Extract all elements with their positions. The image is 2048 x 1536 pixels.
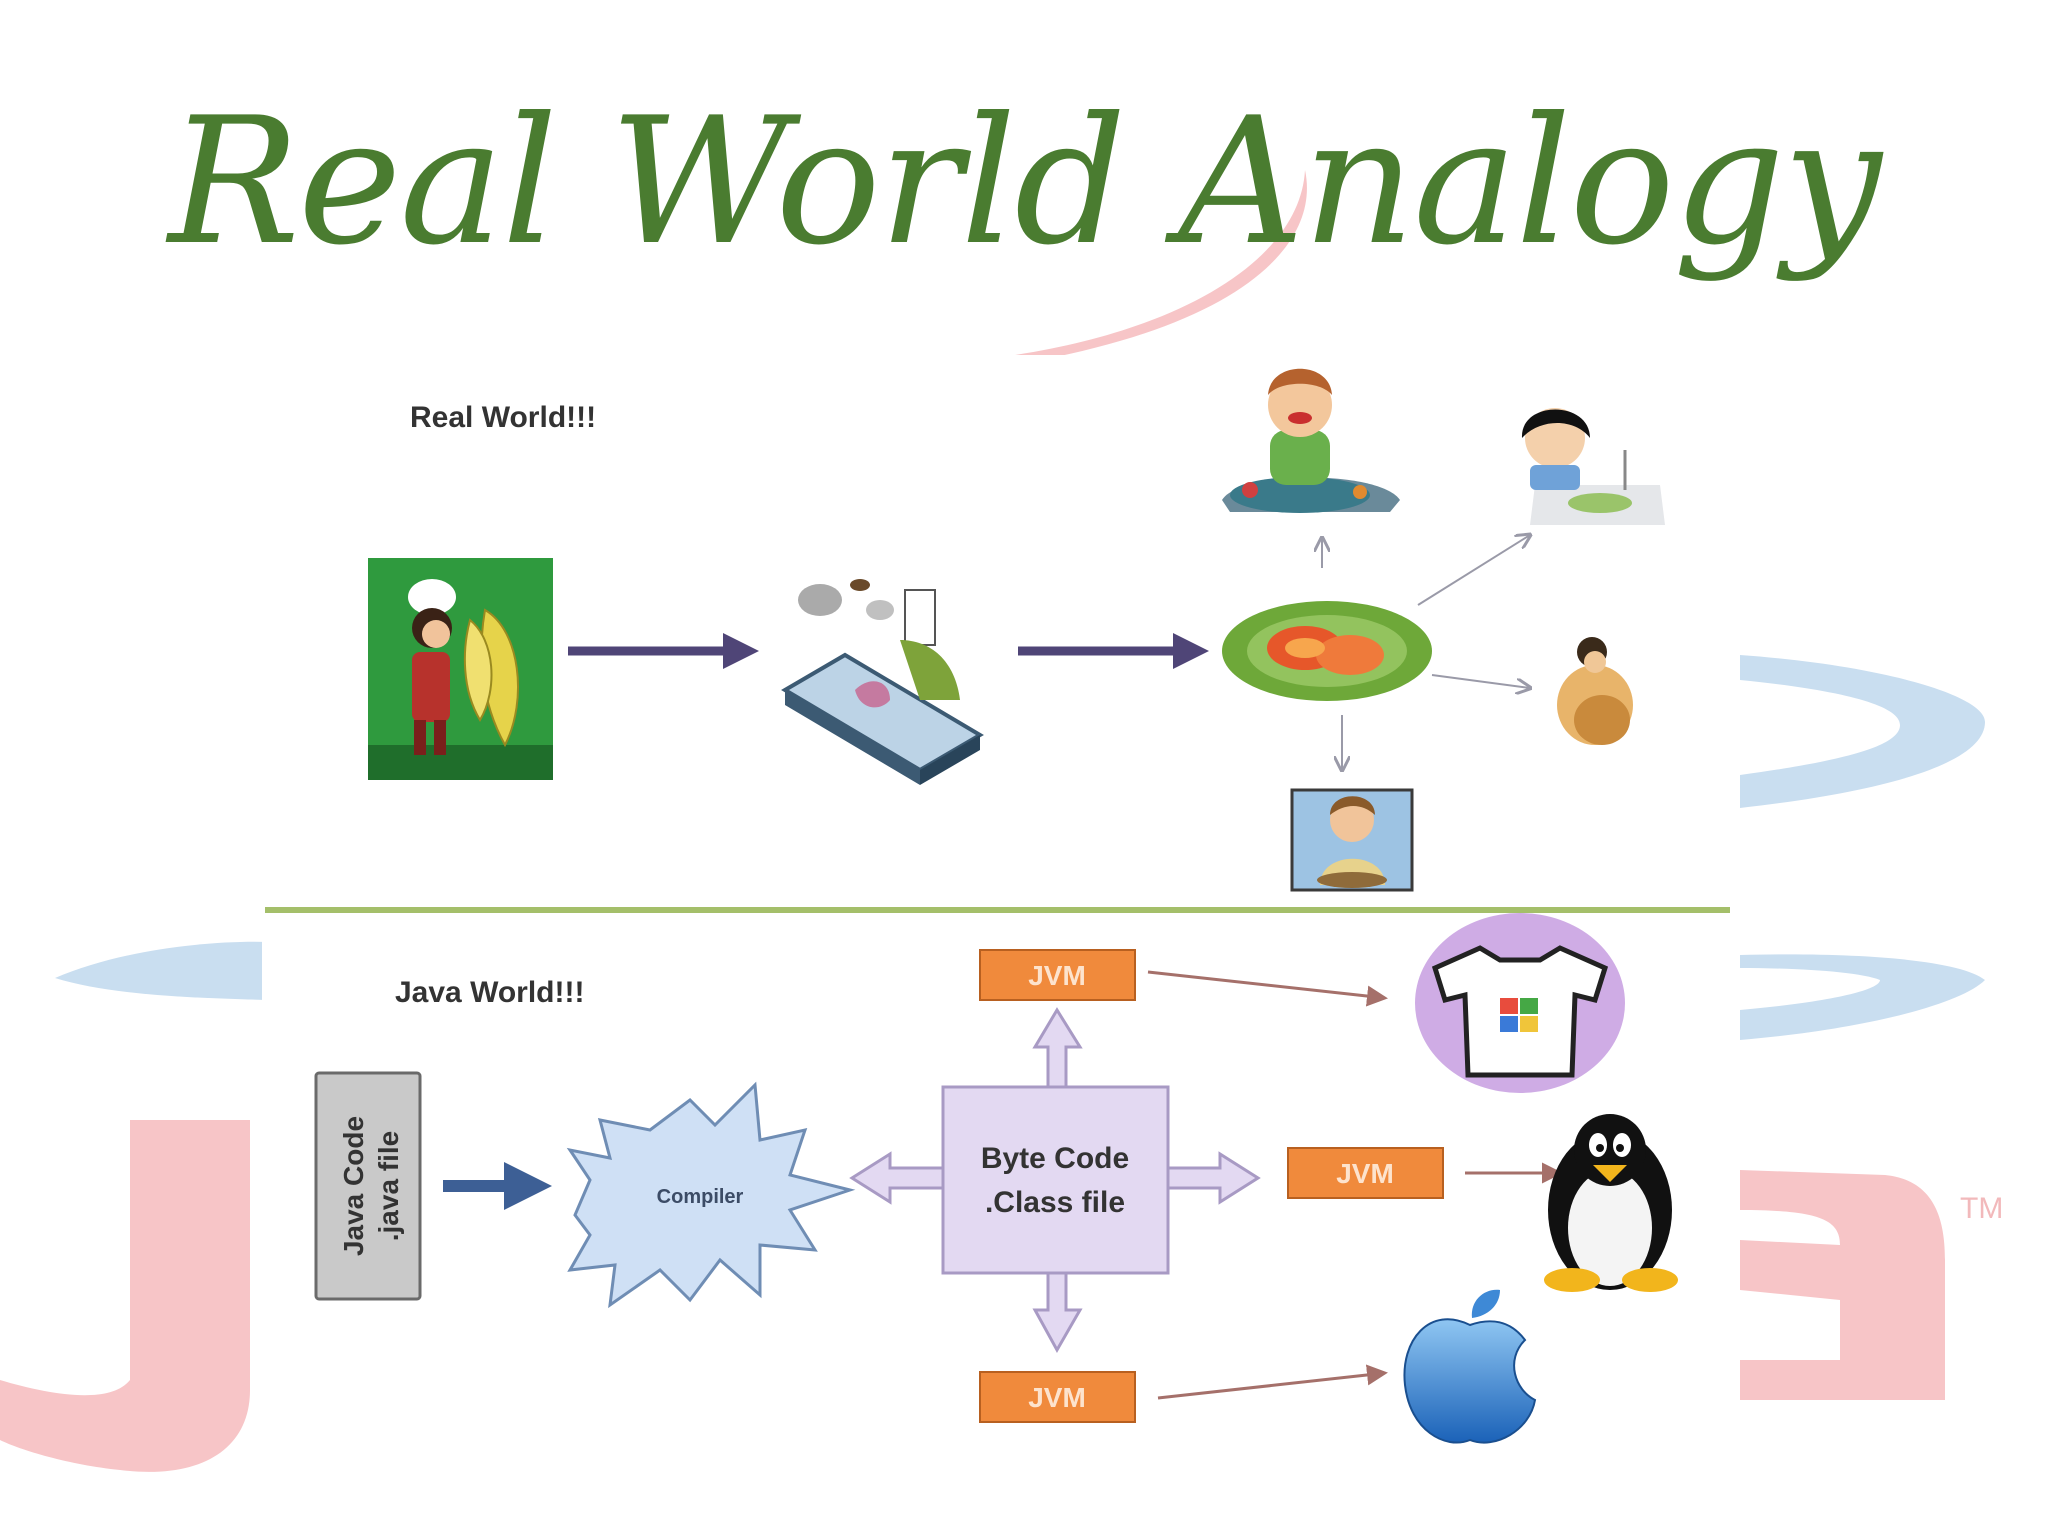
man-eating-icon [1290, 788, 1414, 892]
cooking-counter-icon [781, 579, 984, 785]
byte-code-arrows [849, 1007, 1261, 1354]
jvm-box-bottom: JVM [979, 1371, 1136, 1423]
watermark-swoosh-red [1015, 170, 1307, 360]
chef-with-fish-icon [368, 558, 553, 780]
java-code-line2: .java file [373, 1131, 404, 1242]
watermark-arc-blue-right-top [1740, 655, 1985, 808]
compiler-starburst: Compiler [566, 1081, 856, 1309]
watermark-letter-j [0, 1120, 250, 1472]
woman-eating-icon [1557, 637, 1633, 745]
java-world-label: Java World!!! [395, 976, 584, 1009]
arrow-dish-to-woman [1431, 674, 1530, 688]
watermark-letter-a [1740, 1170, 1945, 1400]
jvm-box-middle: JVM [1287, 1147, 1444, 1199]
jvm-label-middle: JVM [1336, 1158, 1394, 1189]
linux-penguin-icon [1544, 1114, 1678, 1292]
jvm-box-top: JVM [979, 949, 1136, 1001]
watermark-tm: TM [1960, 1192, 2003, 1225]
arrow-jvm-to-windows [1147, 970, 1388, 1007]
jvm-label-bottom: JVM [1028, 1382, 1086, 1413]
slide-title: Real World Analogy [168, 81, 1882, 284]
java-code-box: Java Code .java file [314, 1071, 422, 1301]
java-code-line1: Java Code [338, 1116, 369, 1256]
jvm-label-top: JVM [1028, 960, 1086, 991]
girl-eating-icon [1521, 408, 1665, 525]
boy-eating-icon [1222, 368, 1400, 513]
byte-code-line1: Byte Code [981, 1142, 1129, 1175]
dish-icon [1222, 601, 1432, 701]
watermark-arc-blue-right-bottom [1740, 954, 1985, 1040]
real-world-label: Real World!!! [410, 401, 596, 434]
windows-tshirt-icon [1415, 913, 1625, 1093]
watermark-arc-blue-left [55, 941, 270, 1000]
byte-code-box: Byte Code .Class file [941, 1085, 1170, 1275]
compiler-label: Compiler [657, 1186, 744, 1208]
byte-code-line2: .Class file [985, 1186, 1125, 1219]
arrow-dish-to-girl [1417, 535, 1530, 606]
apple-icon [1403, 1289, 1537, 1444]
arrow-jvm-to-apple [1157, 1364, 1388, 1400]
